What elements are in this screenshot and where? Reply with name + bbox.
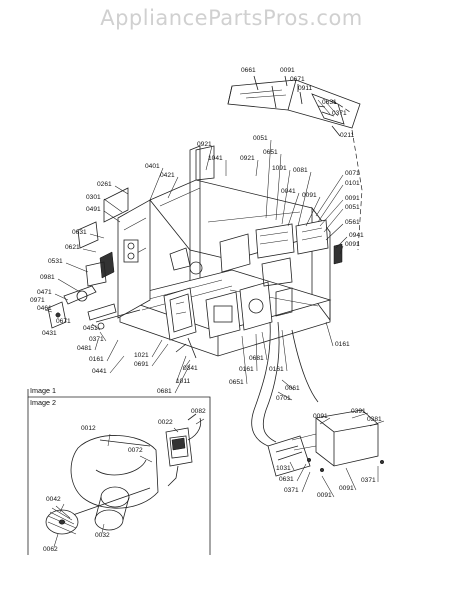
part-label: 0091 — [280, 67, 295, 74]
part-label: 0071 — [345, 170, 360, 177]
part-label: 0091 — [313, 413, 328, 420]
part-label: 0371 — [361, 477, 376, 484]
part-label: 0041 — [281, 188, 296, 195]
part-label: 0062 — [43, 546, 58, 553]
part-label: 0101 — [345, 180, 360, 187]
part-label: 0051 — [253, 135, 268, 142]
part-label: 0091 — [302, 192, 317, 199]
part-label: 0461 — [37, 305, 52, 312]
part-label: 0671 — [290, 76, 305, 83]
part-label: 0211 — [340, 132, 355, 139]
part-label: 0042 — [46, 496, 61, 503]
control-box-assembly — [267, 409, 385, 498]
part-label: 0471 — [37, 289, 52, 296]
part-label: 0561 — [345, 219, 360, 226]
part-label: 0631 — [279, 476, 294, 483]
caption-image-1: Image 1 — [30, 386, 56, 395]
part-label: 0401 — [145, 163, 160, 170]
part-label: 0381 — [367, 416, 382, 423]
part-label: 0681 — [157, 388, 172, 395]
part-label: 0531 — [48, 258, 63, 265]
part-label: 0431 — [42, 330, 57, 337]
part-label: 0091 — [345, 195, 360, 202]
part-label: 0261 — [97, 181, 112, 188]
part-label: 0491 — [86, 206, 101, 213]
part-label: 0341 — [183, 365, 198, 372]
part-label: 0051 — [345, 204, 360, 211]
part-label: 1031 — [276, 465, 291, 472]
blower-assembly — [45, 413, 205, 548]
guide-line — [351, 129, 363, 251]
part-label: 0921 — [197, 141, 212, 148]
part-label: 0012 — [81, 425, 96, 432]
part-label: 0161 — [335, 341, 350, 348]
part-label: 1011 — [176, 378, 191, 385]
part-label: 0481 — [77, 345, 92, 352]
part-label: 0921 — [240, 155, 255, 162]
part-label: 0971 — [30, 297, 45, 304]
part-labels: 0661 0091 0671 0911 0631 0371 0211 0921 1041 0921… — [30, 67, 382, 553]
part-label: 0301 — [86, 194, 101, 201]
part-label: 0651 — [263, 149, 278, 156]
part-label: 0691 — [134, 361, 149, 368]
part-label: 0061 — [285, 385, 300, 392]
part-label: 0161 — [269, 366, 284, 373]
part-label: 0072 — [128, 447, 143, 454]
caption-image-2: Image 2 — [30, 398, 56, 407]
part-label: 0681 — [249, 355, 264, 362]
part-label: 0941 — [349, 232, 364, 239]
part-label: 0631 — [322, 99, 337, 106]
part-label: 0661 — [241, 67, 256, 74]
part-label: 0371 — [332, 110, 347, 117]
part-label: 0371 — [284, 487, 299, 494]
part-label: 0161 — [89, 356, 104, 363]
part-label: 0651 — [229, 379, 244, 386]
part-label: 0911 — [298, 85, 313, 92]
part-label: 0091 — [317, 492, 332, 499]
part-label: 0441 — [92, 368, 107, 375]
part-label: 0091 — [345, 241, 360, 248]
part-label: 0671 — [56, 318, 71, 325]
part-label: 0391 — [351, 408, 366, 415]
part-label: 0451 — [83, 325, 98, 332]
part-label: 0091 — [339, 485, 354, 492]
part-label: 0032 — [95, 532, 110, 539]
part-label: 0371 — [89, 336, 104, 343]
part-label: 1091 — [272, 165, 287, 172]
part-label: 0082 — [191, 408, 206, 415]
guide-line — [331, 99, 351, 113]
part-label: 0981 — [40, 274, 55, 281]
watermark: AppliancePartsPros.com — [100, 6, 363, 30]
part-label: 1021 — [134, 352, 149, 359]
inset-frame — [27, 389, 211, 555]
part-label: 0022 — [158, 419, 173, 426]
cabinet-assembly — [44, 139, 348, 394]
part-label: 0081 — [293, 167, 308, 174]
part-label: 0701 — [276, 395, 291, 402]
part-label: 0621 — [65, 244, 80, 251]
air-duct-assembly — [227, 75, 361, 137]
part-label: 0631 — [72, 229, 87, 236]
part-label: 0161 — [239, 366, 254, 373]
part-label: 0421 — [160, 172, 175, 179]
wire-harness — [251, 321, 319, 447]
part-label: 1041 — [208, 155, 223, 162]
